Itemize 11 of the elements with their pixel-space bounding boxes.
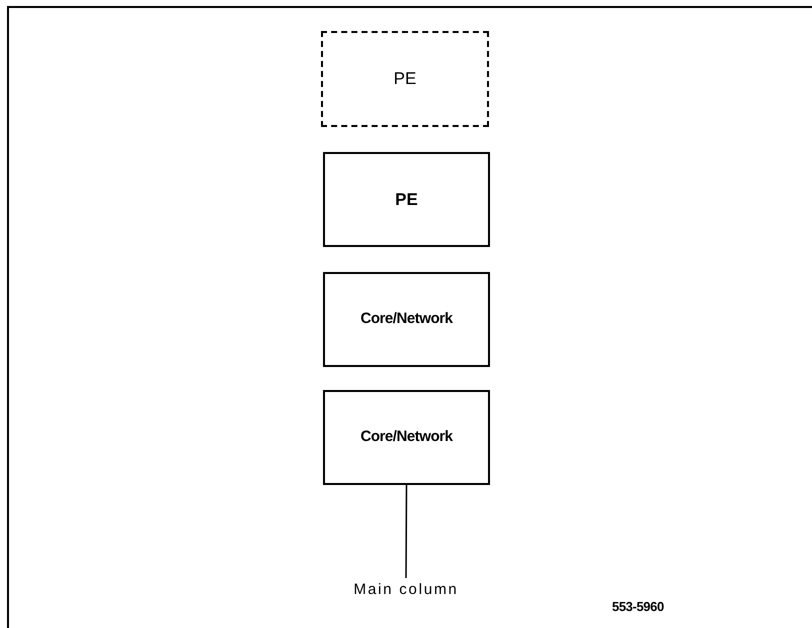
dashed-box (321, 31, 489, 127)
figure-number: 553-5960 (612, 598, 664, 616)
process-box (323, 390, 490, 485)
leader-line (405, 485, 408, 578)
caption-text: Main column (354, 580, 458, 600)
process-box (323, 152, 490, 247)
box-label: Core/Network (360, 427, 453, 448)
box-label: Core/Network (360, 309, 453, 330)
box-label: PE (394, 68, 416, 90)
box-label: PE (395, 188, 418, 211)
process-box (323, 272, 490, 367)
